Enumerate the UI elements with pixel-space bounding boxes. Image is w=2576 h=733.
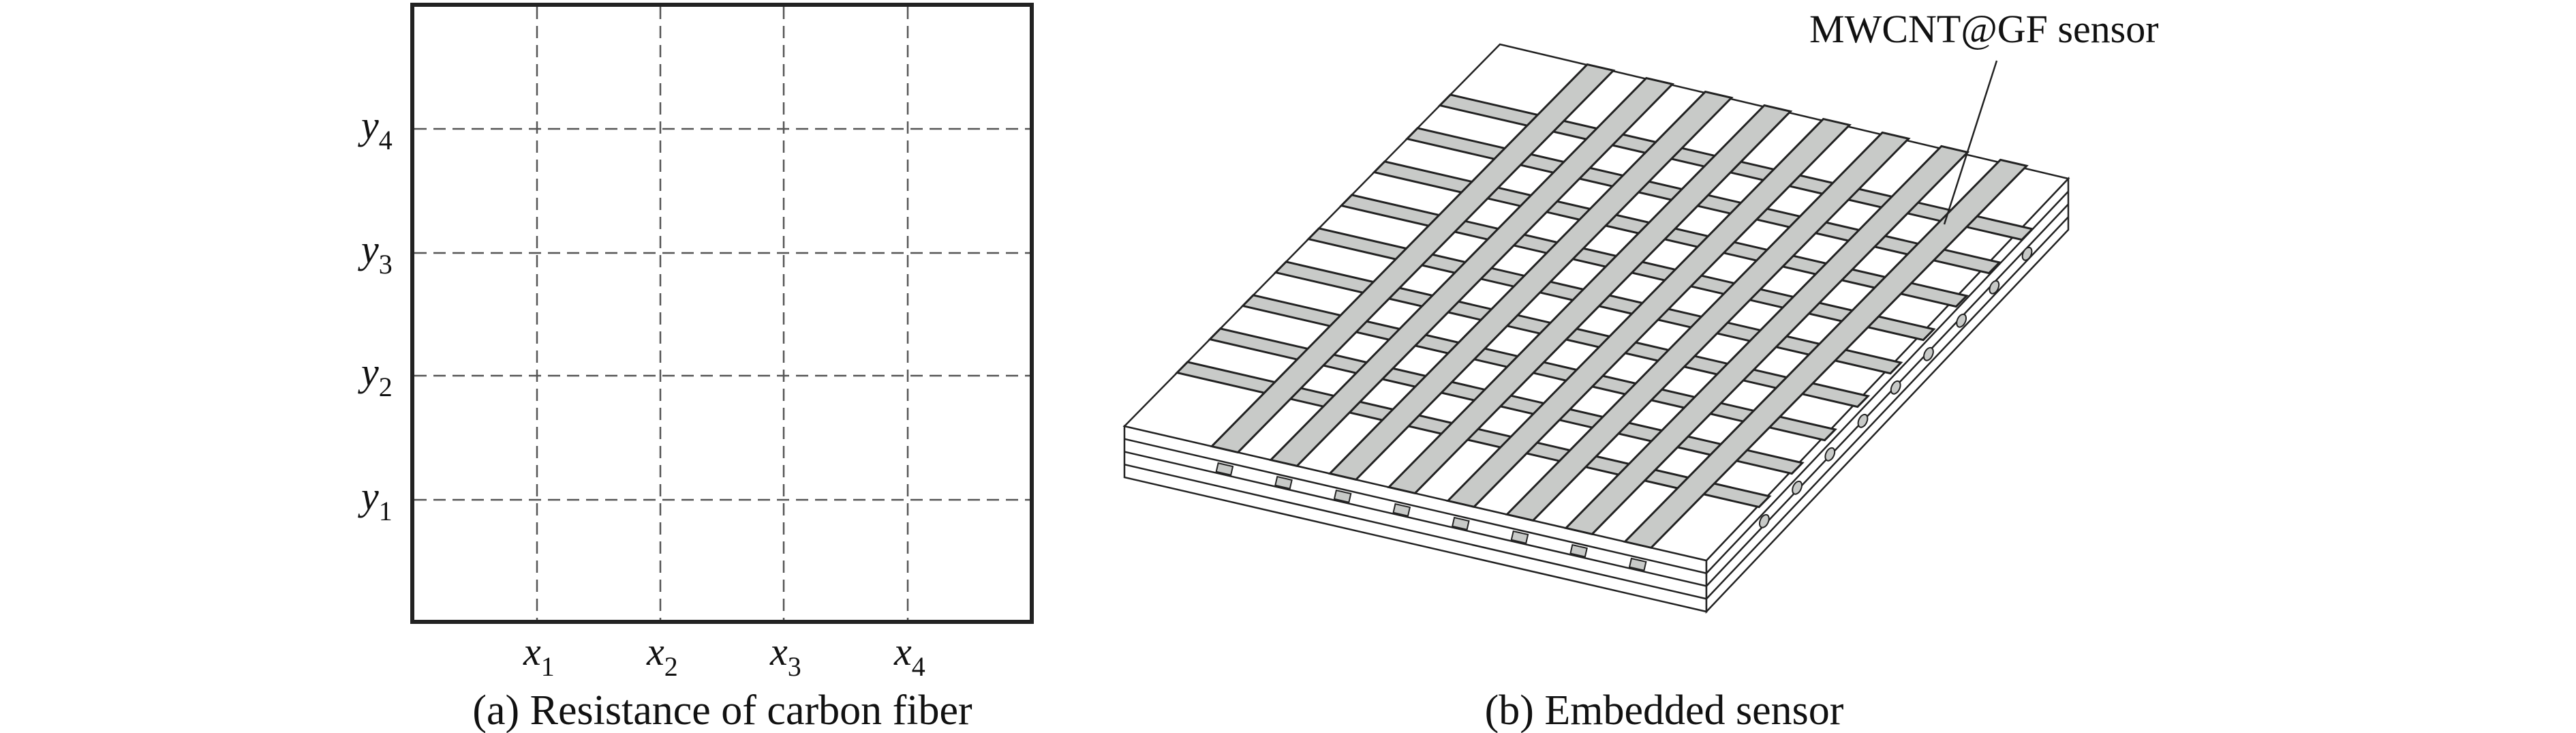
panel-a-caption: (a) Resistance of carbon fiber	[472, 687, 972, 733]
diagonal-sensor-strip	[1387, 104, 1793, 495]
sensor-end-front	[1569, 543, 1588, 558]
sensor-end-side	[1758, 513, 1770, 528]
sensor-end-front	[1510, 530, 1529, 544]
sensor-end-front	[1333, 489, 1352, 503]
diagonal-sensor-strip	[1505, 131, 1911, 522]
sensor-annotation: MWCNT@GF sensor	[1809, 7, 2159, 51]
sensor-end-front	[1215, 462, 1234, 476]
sensor-end-side	[1956, 313, 1967, 328]
y-label-2: y2	[358, 350, 393, 402]
x-label-1: x1	[523, 629, 555, 682]
layer-line	[1124, 216, 2069, 600]
x-label-3: x3	[769, 629, 801, 682]
x-label-4: x4	[893, 629, 925, 682]
sensor-end-side	[1890, 380, 1901, 395]
sensor-end-side	[1792, 480, 1803, 495]
annotation-leader-line	[1943, 60, 1998, 225]
diagonal-sensor-strip	[1268, 76, 1675, 468]
sensor-end-front	[1628, 557, 1647, 571]
diagonal-sensor-strip	[1445, 117, 1852, 508]
diagonal-sensor-strip	[1328, 90, 1734, 481]
x-label-2: x2	[646, 629, 678, 682]
embedded-sensor-plate	[1122, 43, 2070, 614]
sensor-end-front	[1392, 503, 1411, 517]
y-label-1: y1	[358, 474, 393, 526]
y-label-3: y3	[358, 227, 393, 280]
sensor-end-side	[1824, 447, 1836, 462]
sensor-end-side	[2021, 246, 2033, 261]
sensor-end-side	[1989, 280, 2000, 295]
layer-line	[1124, 190, 2069, 575]
y-label-4: y4	[358, 103, 393, 155]
layer-line	[1124, 203, 2069, 587]
diagonal-sensor-strip	[1210, 63, 1616, 454]
sensor-end-side	[1923, 346, 1934, 361]
sensor-end-front	[1274, 475, 1293, 490]
panel-a-grid	[410, 3, 1034, 624]
sensor-end-front	[1451, 516, 1470, 530]
sensor-end-side	[1857, 413, 1869, 428]
diagonal-sensor-strip	[1623, 158, 2029, 549]
panel-b-caption: (b) Embedded sensor	[1485, 687, 1844, 733]
panel-a-frame	[410, 3, 1034, 624]
